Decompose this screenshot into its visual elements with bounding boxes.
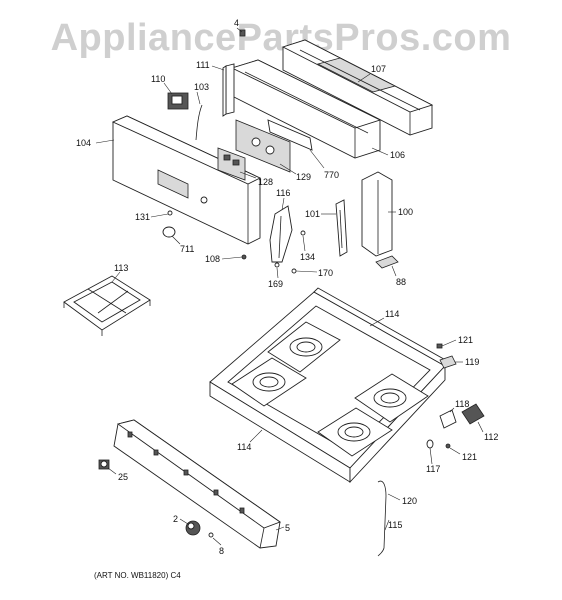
callout-117: 117 [426, 464, 440, 474]
callout-110: 110 [151, 74, 165, 84]
callout-119: 119 [465, 357, 479, 367]
hinge-112 [461, 403, 485, 425]
wire-harness-103 [195, 104, 203, 141]
callout-169: 169 [268, 279, 283, 289]
callout-134: 134 [300, 252, 315, 262]
callout-120: 120 [402, 496, 417, 506]
art-number: (ART NO. WB11820) C4 [94, 571, 181, 580]
callout-25: 25 [118, 472, 128, 482]
callout-711: 711 [180, 244, 194, 254]
screw-134 [300, 230, 306, 236]
screw-131 [167, 210, 173, 216]
callout-103: 103 [194, 82, 209, 92]
valve-25 [98, 459, 110, 470]
electronic-control-128 [217, 147, 246, 181]
callout-121-top: 121 [458, 335, 473, 345]
callout-2: 2 [173, 514, 178, 524]
leader-lines [95, 27, 484, 546]
screw-4 [239, 29, 246, 37]
callout-104: 104 [76, 138, 91, 148]
callout-108: 108 [205, 254, 220, 264]
callout-116: 116 [276, 188, 290, 198]
callout-770: 770 [324, 170, 339, 180]
callout-115: 115 [388, 520, 402, 530]
main-top-114 [209, 287, 450, 484]
backsplash-trim-107 [281, 39, 434, 136]
spacer-117 [426, 439, 434, 449]
knob-711 [162, 226, 176, 238]
callout-114-top: 114 [385, 309, 399, 319]
bracket-101 [335, 199, 348, 257]
callout-101: 101 [305, 209, 320, 219]
spacer-88 [375, 255, 399, 269]
callout-129: 129 [296, 172, 311, 182]
callout-106: 106 [390, 150, 405, 160]
callout-88: 88 [396, 277, 406, 287]
callout-121-bottom: 121 [462, 452, 477, 462]
callout-128: 128 [258, 177, 273, 187]
bracket-770 [267, 119, 313, 151]
side-panel-100 [361, 171, 393, 257]
manifold-panel-5 [113, 419, 281, 549]
backsplash-panel-106 [230, 29, 382, 159]
clock-timer-129 [235, 119, 291, 173]
screw-121a [436, 343, 443, 349]
side-bracket-111 [222, 63, 235, 117]
watermark-text: AppliancePartsPros.com [51, 17, 512, 59]
hinge-118 [439, 409, 457, 429]
callout-170: 170 [318, 268, 333, 278]
screw-108 [241, 254, 247, 260]
callout-118: 118 [455, 399, 469, 409]
callout-114-bottom: 114 [237, 442, 251, 452]
callout-113: 113 [114, 263, 128, 273]
screw-8 [208, 532, 214, 538]
callout-111: 111 [196, 60, 210, 70]
screw-169 [274, 262, 280, 268]
callout-4: 4 [234, 18, 239, 28]
burner-grate-113 [63, 275, 151, 336]
callout-107: 107 [371, 64, 386, 74]
knob-2 [185, 520, 201, 536]
callout-112: 112 [484, 432, 498, 442]
callout-100: 100 [398, 207, 413, 217]
callout-8: 8 [219, 546, 224, 556]
callout-5: 5 [285, 523, 290, 533]
clip-119 [439, 355, 457, 369]
support-rod-115 [377, 480, 387, 557]
screw-170 [291, 268, 297, 274]
screw-121b [445, 443, 451, 449]
ignition-switch-110 [167, 92, 189, 110]
side-trim-116 [269, 205, 293, 263]
callout-131: 131 [135, 212, 150, 222]
